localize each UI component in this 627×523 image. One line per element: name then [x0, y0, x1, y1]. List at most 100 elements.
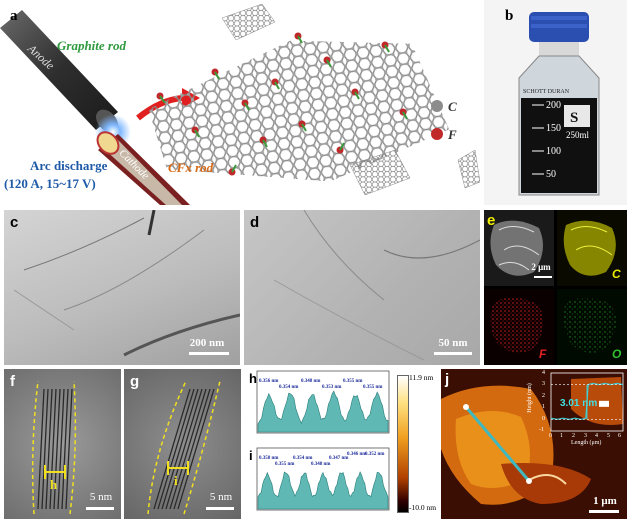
panel-e: e 2 μm C F O [484, 210, 627, 365]
spacing-i-6: 0.346 nm [347, 452, 367, 457]
spacing-i-1: 0.358 nm [259, 456, 279, 461]
spacing-i-5: 0.347 nm [329, 456, 349, 461]
bottle-brand: SCHOTT DURAN [523, 89, 570, 95]
bottle-tick-200: 200 [546, 100, 561, 111]
panel-c-scale-bar [189, 352, 229, 355]
spacing-h-6: 0.355 nm [363, 385, 383, 390]
panel-i: i 0.358 nm 0.355 nm 0.354 nm 0.348 nm 0.… [245, 446, 391, 519]
small-flake-top [221, 3, 276, 41]
panel-g-scale-text: 5 nm [209, 491, 233, 503]
panel-c-label: c [10, 214, 19, 231]
fluorinated-graphene-sheet [148, 32, 450, 182]
profile-i-area [257, 471, 389, 510]
panel-b: b SCHOTT DURAN 200 150 100 50 S 250ml [484, 0, 627, 205]
panel-c-scale-text: 200 nm [189, 337, 225, 349]
spacing-h-5: 0.355 nm [343, 379, 363, 384]
graphite-rod-label: Graphite rod [57, 38, 126, 53]
panel-f: f h 5 nm [4, 369, 121, 519]
eds-map-f-label: F [539, 347, 547, 361]
colorbar-max: 11.9 nm [409, 373, 434, 382]
panel-h-label: h [249, 371, 257, 386]
afm-ytick-1: 1 [542, 404, 545, 410]
panel-d-scale-bar [434, 352, 472, 355]
afm-xtick-1: 1 [560, 433, 563, 439]
afm-xtick-4: 4 [595, 433, 598, 439]
panel-c: c 200 nm [4, 210, 240, 365]
afm-xtick-0: 0 [549, 433, 552, 439]
spacing-h-2: 0.354 nm [279, 385, 299, 390]
spacing-i-4: 0.348 nm [311, 462, 331, 467]
bottle-tick-150: 150 [546, 123, 561, 134]
panel-i-label: i [249, 448, 253, 463]
afm-xtick-6: 6 [618, 433, 621, 439]
bottle-logo: S [570, 110, 578, 126]
spacing-i-2: 0.355 nm [275, 462, 295, 467]
panel-f-scale-text: 5 nm [89, 491, 113, 503]
legend-c-label: C [448, 99, 457, 114]
afm-xtick-2: 2 [572, 433, 575, 439]
spacing-h-3: 0.348 nm [301, 379, 321, 384]
arc-discharge-label: Arc discharge [30, 158, 108, 173]
panel-a: a Graphite rod Anode Cathode Arc dischar… [0, 0, 480, 205]
arc-discharge-conditions: (120 A, 15~17 V) [4, 176, 96, 191]
panel-g-label: g [130, 373, 140, 390]
afm-ylabel: Height (nm) [526, 383, 533, 413]
afm-step-height: 3.01 nm [560, 398, 598, 409]
height-colorbar: 11.9 nm -10.0 nm [395, 369, 439, 519]
panel-e-label: e [487, 212, 496, 229]
spacing-i-3: 0.354 nm [293, 456, 313, 461]
panel-d: d 50 nm [244, 210, 480, 365]
small-flake-right [457, 149, 480, 189]
tem-image-d [273, 210, 480, 361]
bottle-tick-50: 50 [546, 169, 556, 180]
legend-carbon-atom [431, 100, 443, 112]
small-flake-bottom [349, 149, 411, 196]
panel-d-label: d [250, 214, 260, 231]
panel-g-marker: i [174, 473, 178, 488]
afm-ytick-neg1: -1 [539, 427, 544, 433]
panel-j: 4 3 2 1 0 -1 0 1 2 3 4 5 6 Length (μm) H… [441, 369, 627, 519]
tem-image-c [13, 210, 240, 357]
panel-f-label: f [10, 373, 15, 390]
afm-image [441, 377, 623, 513]
bottle-volume: 250ml [566, 130, 590, 140]
colorbar-min: -10.0 nm [409, 503, 437, 512]
panel-b-label: b [505, 8, 513, 24]
hrtem-image-f [31, 380, 114, 515]
afm-ytick-2: 2 [542, 393, 545, 399]
spacing-i-7: 0.352 nm [365, 452, 385, 457]
afm-height-profile [550, 372, 624, 432]
panel-j-label: j [445, 371, 450, 388]
afm-ytick-0: 0 [542, 416, 545, 422]
panel-d-scale-text: 50 nm [438, 337, 468, 349]
cathode-rod [96, 131, 190, 205]
eds-map-o-label: O [612, 347, 622, 361]
panel-j-scale-text: 1 μm [593, 495, 617, 507]
legend-f-label: F [447, 127, 457, 142]
line-profile-h [256, 370, 390, 434]
eds-maps [484, 210, 627, 365]
line-profile-i [256, 447, 390, 511]
profile-h-area [257, 390, 389, 433]
panel-a-illustration: a Graphite rod Anode Cathode Arc dischar… [0, 3, 480, 205]
panel-a-label: a [10, 8, 18, 24]
legend-fluorine-atom [431, 128, 443, 140]
afm-xlabel: Length (μm) [571, 440, 602, 446]
spacing-h-1: 0.356 nm [259, 379, 279, 384]
afm-xtick-3: 3 [584, 433, 587, 439]
eds-map-c-label: C [612, 267, 621, 281]
bottle-photo: b SCHOTT DURAN 200 150 100 50 S 250ml [505, 8, 600, 196]
spacing-h-4: 0.353 nm [322, 385, 342, 390]
bottle-tick-100: 100 [546, 146, 561, 157]
panel-h: h 0.356 nm 0.354 nm 0.348 nm 0.353 nm 0.… [245, 369, 391, 442]
afm-ytick-4: 4 [542, 370, 545, 376]
colorbar-gradient [397, 375, 409, 513]
afm-ytick-3: 3 [542, 381, 545, 387]
panel-g: g i 5 nm [124, 369, 241, 519]
panel-f-marker: h [50, 477, 58, 492]
afm-xtick-5: 5 [607, 433, 610, 439]
panel-e-scale-text: 2 μm [531, 262, 551, 272]
cfx-rod-label: CFx rod [168, 160, 214, 175]
hrtem-image-g [147, 380, 234, 515]
afm-inset-marker [599, 400, 609, 407]
